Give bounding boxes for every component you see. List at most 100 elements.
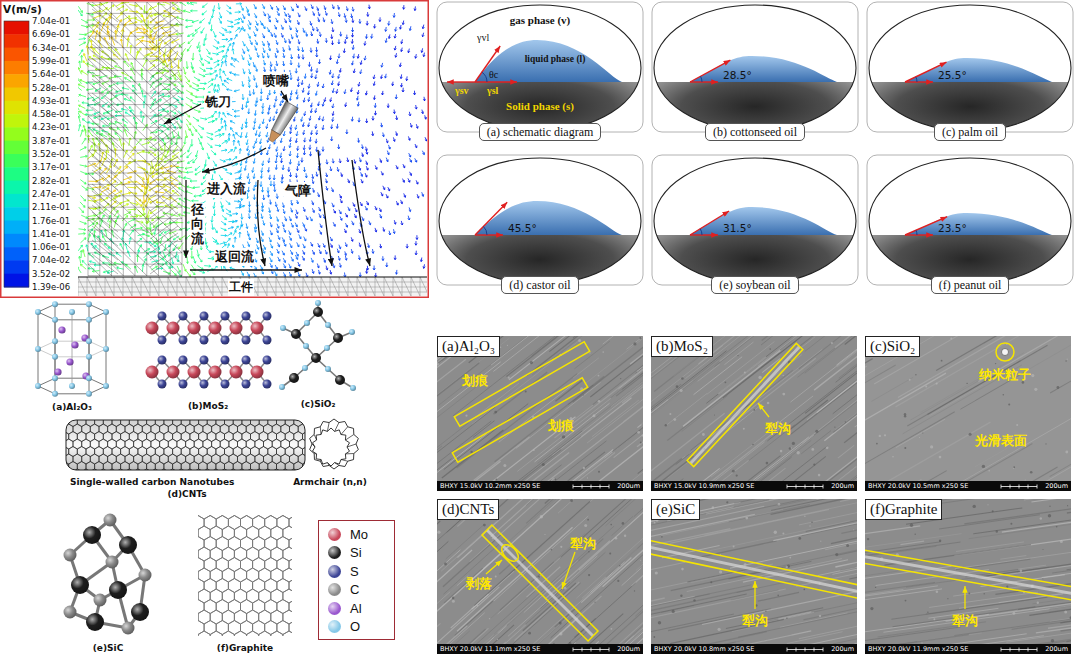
surface-speck xyxy=(853,529,854,530)
angle-arc xyxy=(482,72,487,82)
atom xyxy=(349,329,355,335)
structure-label: (a)Al₂O₃ xyxy=(52,402,92,412)
surface-speck xyxy=(835,553,838,556)
scratch xyxy=(969,521,1071,538)
atom xyxy=(119,536,137,554)
surface-speck xyxy=(941,360,943,362)
scratch xyxy=(771,499,857,510)
caption-box: (e) soybean oil xyxy=(711,276,798,294)
scratch xyxy=(748,639,857,644)
surface-speck xyxy=(752,444,754,446)
solid-phase xyxy=(867,82,1073,152)
surface-speck xyxy=(744,563,747,566)
scratch xyxy=(835,336,857,348)
annotation-frame xyxy=(482,525,598,641)
scratch xyxy=(443,539,504,594)
scratch xyxy=(865,336,945,412)
scratch xyxy=(492,624,561,644)
legend-text: O xyxy=(350,619,360,634)
scratch xyxy=(558,499,643,513)
surface-arrow xyxy=(690,234,718,235)
surface-speck xyxy=(921,642,922,643)
surface-speck xyxy=(933,618,935,620)
scratch xyxy=(568,385,593,404)
atom xyxy=(64,606,77,619)
structure-label: (e)SiC xyxy=(93,643,124,653)
surface-speck xyxy=(452,600,455,603)
surface-speck xyxy=(562,435,565,438)
scratch xyxy=(753,435,814,481)
scratch xyxy=(622,568,642,586)
scratch xyxy=(871,377,913,401)
atom xyxy=(71,576,89,594)
wetting-scene xyxy=(867,58,1073,152)
bond xyxy=(341,460,348,462)
colorbar-cell xyxy=(4,101,29,115)
velocity-vectors xyxy=(260,5,317,277)
colorbar-cell xyxy=(4,181,29,195)
surface-speck xyxy=(496,479,498,481)
surface-arrow xyxy=(905,234,933,235)
solid-phase xyxy=(867,235,1073,305)
atom xyxy=(94,594,107,607)
flow-label: 进入流 xyxy=(206,180,247,198)
scratch xyxy=(651,562,685,583)
surface-speck xyxy=(846,544,849,547)
box-text: (e) soybean oil xyxy=(719,278,790,292)
scratch xyxy=(748,385,857,481)
nanotube-outline xyxy=(66,420,305,470)
wetting-scene xyxy=(437,40,643,152)
bond xyxy=(312,444,315,447)
scratch-texture xyxy=(437,336,643,481)
atom xyxy=(279,384,285,390)
atom xyxy=(58,326,65,333)
atom xyxy=(86,613,104,631)
scratch xyxy=(613,376,643,452)
bond xyxy=(335,463,339,466)
scratch xyxy=(590,562,624,593)
surface-speck xyxy=(1045,443,1046,444)
scratch xyxy=(532,336,600,375)
scratch xyxy=(574,341,609,369)
surface-speck xyxy=(507,345,508,346)
scale-label: 200um xyxy=(831,644,854,654)
scratch xyxy=(455,601,493,635)
surface-speck xyxy=(968,593,970,595)
surface-speck xyxy=(792,442,795,445)
bond xyxy=(55,304,89,305)
crystal-structures xyxy=(35,300,358,645)
scratch xyxy=(437,626,467,644)
caption-box: (f) peanut oil xyxy=(931,276,1010,294)
surface-speck xyxy=(922,432,923,433)
scratch xyxy=(651,479,683,481)
scratch xyxy=(437,421,491,481)
bond xyxy=(345,435,353,441)
leader-line xyxy=(754,581,755,609)
surface-speck xyxy=(736,475,738,477)
scratch xyxy=(560,614,623,644)
atom xyxy=(350,385,356,391)
scratch xyxy=(437,336,500,379)
scratch xyxy=(668,609,771,631)
box-text: (b) cottonseed oil xyxy=(713,125,797,139)
scratch xyxy=(651,594,710,614)
surface-speck xyxy=(503,464,506,467)
legend-swatch xyxy=(328,528,341,541)
highlight-ellipse xyxy=(499,542,522,565)
wetting-panels xyxy=(437,2,1073,305)
colorbar-cell xyxy=(4,247,29,261)
surface-speck xyxy=(915,534,916,535)
liquid-droplet xyxy=(475,201,622,235)
surface-speck xyxy=(489,618,491,620)
scratch xyxy=(865,589,942,610)
velocity-vectors xyxy=(281,4,425,277)
scratch xyxy=(762,336,851,341)
flow-label: 径向流 xyxy=(190,203,205,246)
bond xyxy=(55,393,89,394)
wetting-scene xyxy=(867,213,1073,305)
scratch xyxy=(837,336,857,367)
phase-label: liquid phase (l) xyxy=(525,54,586,64)
atom xyxy=(35,383,41,389)
surface-speck xyxy=(939,540,941,542)
structure-label: (b)MoS₂ xyxy=(188,401,228,411)
